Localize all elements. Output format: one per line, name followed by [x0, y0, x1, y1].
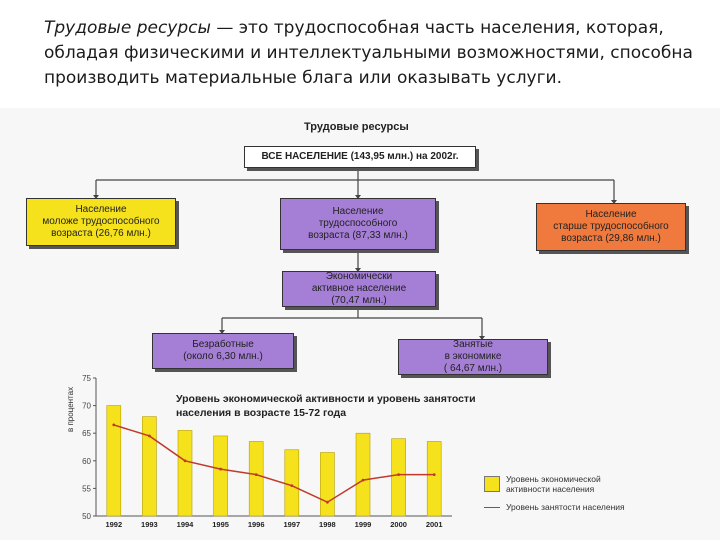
employment-point-2001 [432, 473, 436, 476]
employment-point-1993 [148, 434, 151, 438]
x-tick-label-1996: 1996 [248, 520, 265, 529]
legend-swatch-bar [484, 476, 500, 492]
x-tick-label-1993: 1993 [141, 520, 158, 529]
bar-1996 [248, 441, 264, 517]
employment-line [113, 424, 435, 504]
x-tick-label-2001: 2001 [426, 520, 443, 529]
bar-1999 [355, 432, 371, 517]
below-working-age-box: Население моложе трудоспособного возраст… [26, 198, 176, 246]
y-tick-label-60: 60 [82, 457, 91, 466]
intro-definition: — это трудоспособная часть населения, ко… [44, 18, 693, 88]
x-tick-label-1998: 1998 [319, 520, 336, 529]
legend-label-activity: Уровень экономической активности населен… [506, 474, 601, 494]
x-tick-label-1999: 1999 [355, 520, 372, 529]
employment-point-1992 [112, 423, 116, 427]
x-tick-label-2000: 2000 [390, 520, 407, 529]
bar-2000 [391, 438, 406, 517]
economically-active-box: Экономически активное население (70,47 м… [282, 271, 436, 307]
legend-swatch-line [484, 506, 500, 508]
intro-term: Трудовые ресурсы [44, 18, 211, 38]
employment-point-1998 [326, 500, 329, 504]
bar-1997 [284, 449, 300, 517]
legend-item-activity: Уровень экономической активности населен… [484, 474, 626, 494]
chart-legend: Уровень экономической активности населен… [484, 474, 626, 520]
y-tick-label-50: 50 [82, 512, 91, 521]
employment-point-1999 [361, 478, 365, 482]
x-tick-label-1994: 1994 [177, 520, 195, 529]
employment-point-1997 [290, 484, 294, 488]
unemployed-box: Безработные (около 6,30 млн.) [152, 333, 294, 369]
employed-box: Занятые в экономике ( 64,67 млн.) [398, 339, 548, 375]
total-population-box: ВСЕ НАСЕЛЕНИЕ (143,95 млн.) на 2002г. [244, 146, 476, 168]
bar-1995 [213, 435, 228, 517]
intro-paragraph: Трудовые ресурсы — это трудоспособная ча… [44, 16, 704, 91]
bar-1992 [106, 405, 122, 517]
diagram-title: Трудовые ресурсы [304, 121, 409, 133]
x-tick-label-1995: 1995 [212, 520, 229, 529]
employment-point-1996 [254, 473, 258, 476]
bar-1993 [142, 416, 157, 517]
above-working-age-box: Население старше трудоспособного возраст… [536, 203, 686, 251]
bar-2001 [426, 441, 442, 517]
y-tick-label-65: 65 [82, 429, 91, 438]
y-tick-label-70: 70 [82, 402, 91, 411]
employment-point-1995 [219, 467, 223, 471]
y-tick-label-75: 75 [82, 374, 91, 383]
legend-label-employment: Уровень занятости населения [506, 502, 625, 512]
x-tick-label-1992: 1992 [105, 520, 122, 529]
chart-title: Уровень экономической активности и урове… [176, 393, 476, 419]
legend-item-employment: Уровень занятости населения [484, 502, 626, 512]
employment-point-2000 [397, 473, 400, 476]
y-tick-label-55: 55 [82, 484, 91, 493]
working-age-box: Население трудоспособного возраста (87,3… [280, 198, 436, 250]
x-tick-label-1997: 1997 [283, 520, 300, 529]
employment-point-1994 [183, 459, 187, 463]
bar-1994 [177, 430, 193, 517]
bar-1998 [320, 452, 335, 517]
